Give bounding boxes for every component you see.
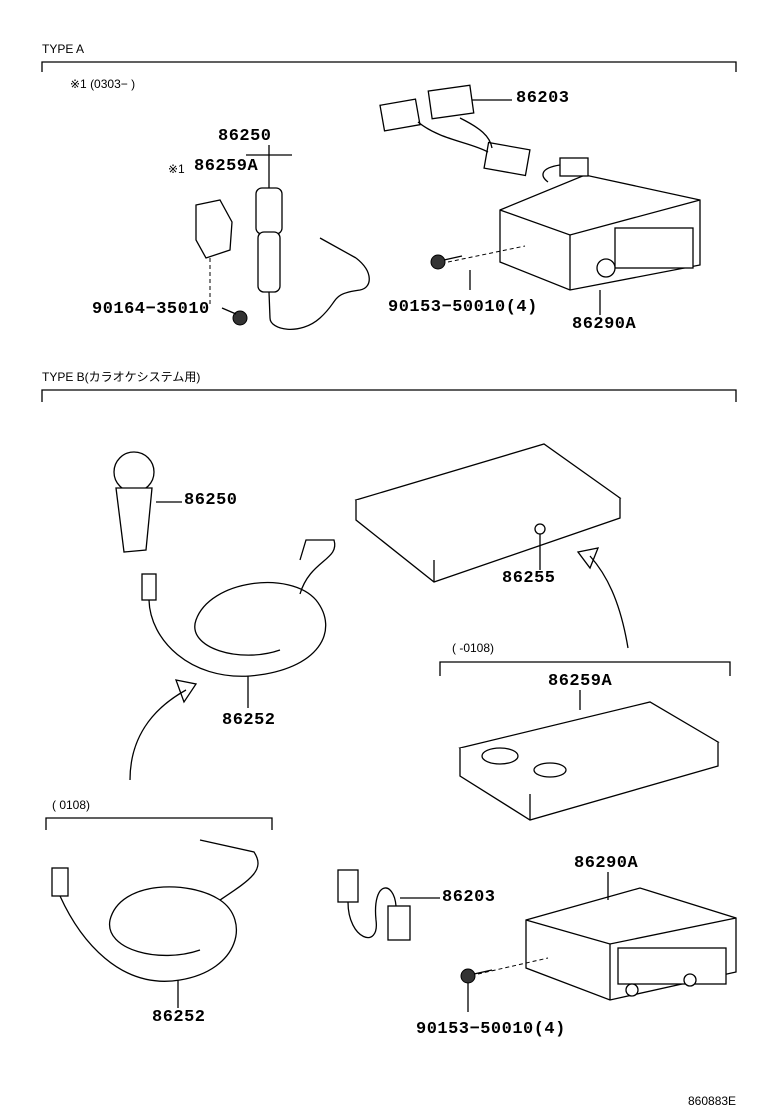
part-86252-top: 86252	[222, 711, 276, 730]
range-bracket-right	[439, 661, 731, 676]
part-86250-b: 86250	[184, 491, 238, 510]
part-86255: 86255	[502, 569, 556, 588]
mic-86250-b	[113, 451, 182, 553]
range-bracket-left	[45, 817, 273, 830]
part-86250-a: 86250	[218, 127, 272, 146]
part-90153-a: 90153−50010(4)	[388, 298, 538, 317]
part-86290a-b: 86290A	[574, 854, 639, 873]
type-a-bracket	[41, 61, 737, 72]
screw-leader-b	[477, 957, 549, 975]
reference-code: 860883E	[688, 1094, 737, 1108]
screw-90164	[221, 307, 248, 326]
type-b-label: TYPE B(カラオケシステム用)	[42, 370, 201, 384]
part-90153-b: 90153−50010(4)	[416, 1020, 566, 1039]
mic-86250-a	[246, 145, 370, 331]
type-a-note: ※1 (0303− )	[70, 77, 136, 91]
arrow-left	[129, 689, 187, 781]
part-86203-a: 86203	[516, 89, 570, 108]
part-86252-bottom: 86252	[152, 1008, 206, 1027]
part-86290a-a: 86290A	[572, 315, 637, 334]
arrow-right-head	[576, 547, 600, 570]
unit-86290a-b	[525, 872, 737, 1001]
part-90164-35010: 90164−35010	[92, 300, 210, 319]
screw-leader-a	[447, 245, 526, 263]
case-86255	[354, 443, 622, 583]
range-note-right: ( -0108)	[452, 641, 495, 655]
part-86259a-b: 86259A	[548, 672, 613, 691]
cable-86252-b-top	[141, 539, 336, 708]
unit-86290a-a	[499, 157, 701, 315]
range-note-left: ( 0108)	[52, 798, 91, 812]
arrow-left-head	[174, 679, 198, 704]
harness-86203-b	[337, 869, 440, 941]
screw-90153-b	[460, 968, 493, 1012]
cable-86252-b-bottom	[51, 839, 259, 1008]
part-86203-b: 86203	[442, 888, 496, 907]
harness-86203-a	[379, 84, 531, 177]
tray-86259a-b	[458, 690, 720, 821]
arrow-right	[589, 555, 629, 649]
note-mark: ※1	[168, 162, 185, 176]
part-86259a-a: 86259A	[194, 157, 259, 176]
holder-86259a-a	[195, 199, 233, 305]
screw-90153-a	[430, 254, 463, 270]
type-a-label: TYPE A	[42, 42, 85, 56]
type-b-bracket	[41, 389, 737, 402]
